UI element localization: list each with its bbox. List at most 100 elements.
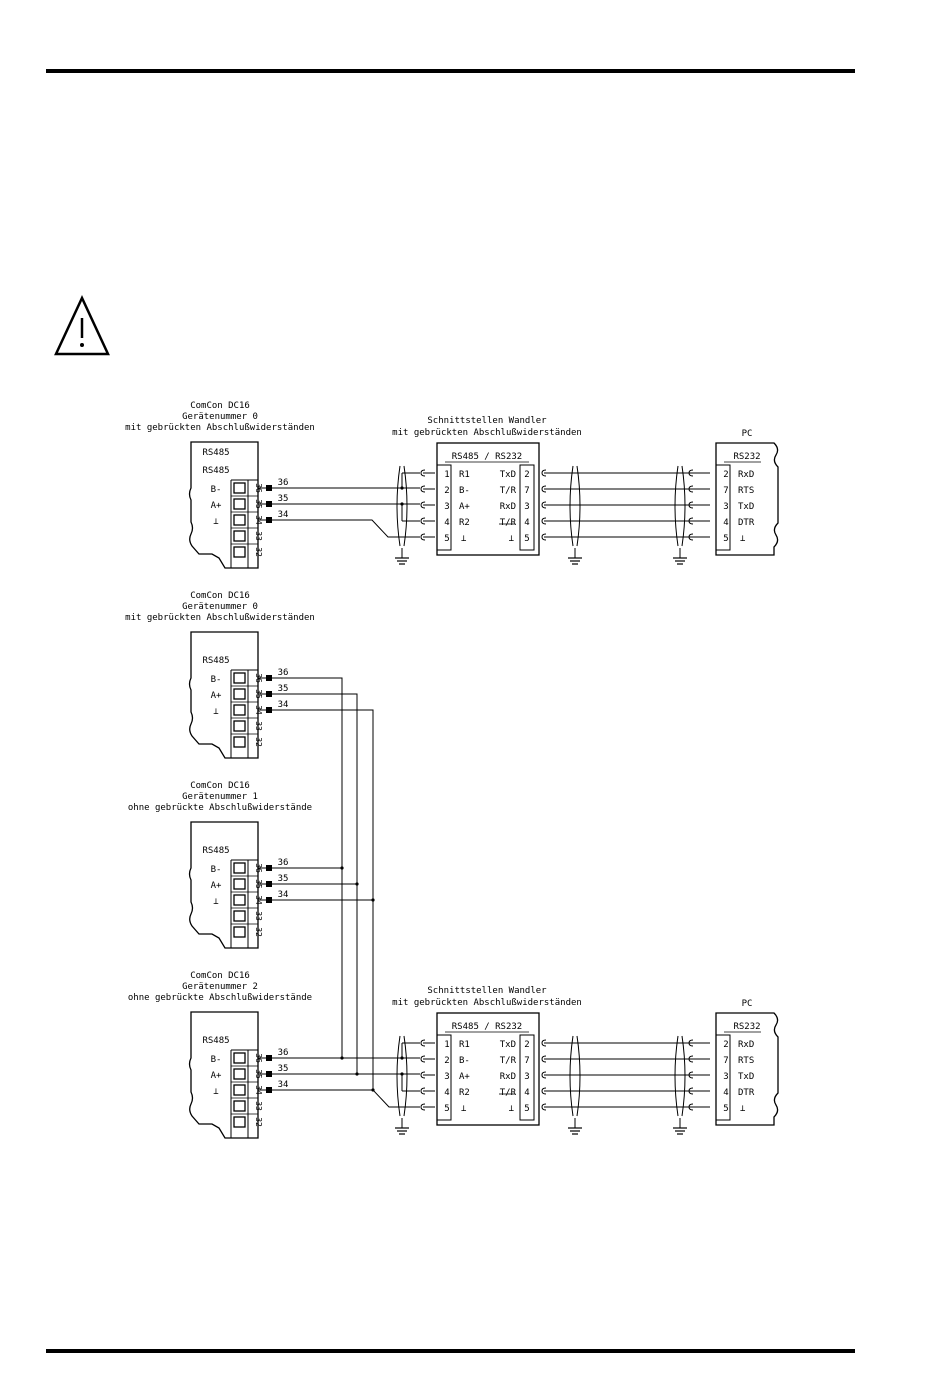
rs485-label: RS485 (202, 846, 229, 856)
converter-header: RS485 / RS232 (452, 1022, 522, 1032)
wire-number: 35 (278, 494, 289, 504)
terminal-number: 33 (254, 1101, 263, 1111)
pin-label: A+ (211, 691, 222, 701)
diagram-1: ComCon DC16 Gerätenummer 0 mit gebrückte… (125, 401, 779, 569)
pin-name: R2 (459, 1088, 470, 1098)
pin-label: B- (211, 865, 222, 875)
pin-name: RxD (738, 470, 754, 480)
wire-number: 35 (278, 874, 289, 884)
rs232-label: RS232 (733, 1022, 760, 1032)
device-title: ComCon DC16 (190, 781, 250, 791)
warning-icon (54, 295, 110, 356)
pin-number: 3 (723, 502, 728, 512)
pin-number: 4 (723, 1088, 728, 1098)
pin-number: 5 (444, 1104, 449, 1114)
pin-name: DTR (738, 1088, 755, 1098)
pin-number: 4 (524, 1088, 529, 1098)
pin-number: 5 (524, 1104, 529, 1114)
wire-number: 34 (278, 890, 289, 900)
pin-name: TxD (500, 1040, 516, 1050)
converter-resistor-note: mit gebrückten Abschlußwiderständen (392, 998, 582, 1008)
pin-name: R1 (459, 1040, 470, 1050)
pin-label: ⊥ (213, 517, 219, 527)
wire-number: 36 (278, 478, 289, 488)
pin-name: RTS (738, 486, 754, 496)
device-title: ComCon DC16 (190, 591, 250, 601)
pin-label: ⊥ (213, 897, 219, 907)
terminal-number: 36 (254, 483, 263, 493)
pin-name: B- (459, 486, 470, 496)
device-resistor-note: mit gebrückten Abschlußwiderständen (125, 613, 315, 623)
rs485-label: RS485 (202, 448, 229, 458)
pc-serial-port: RS232 2 7 3 4 5 RxD RTS TxD DTR ⊥ (715, 1012, 779, 1126)
pin-name: B- (459, 1056, 470, 1066)
pin-number: 4 (444, 1088, 449, 1098)
device-terminal-block: RS485 B- A+ ⊥ 36 35 34 33 32 36 35 34 (188, 631, 289, 759)
pin-number: 2 (723, 470, 728, 480)
terminal-number: 32 (254, 547, 263, 557)
wire-number: 36 (278, 858, 289, 868)
terminal-number: 33 (254, 721, 263, 731)
wire-number: 35 (278, 1064, 289, 1074)
terminal-number: 33 (254, 911, 263, 921)
pin-number: 7 (723, 1056, 728, 1066)
pin-label: A+ (211, 881, 222, 891)
pin-name: T/R (500, 518, 517, 528)
rs485-label: RS485 (202, 656, 229, 666)
device-resistor-note: ohne gebrückte Abschlußwiderstände (128, 993, 312, 1003)
pin-name: TxD (500, 470, 516, 480)
pin-name: T/R (500, 486, 517, 496)
pin-label: ⊥ (213, 707, 219, 717)
pin-number: 1 (444, 1040, 449, 1050)
pin-number: 1 (444, 470, 449, 480)
terminal-number: 34 (254, 1085, 263, 1095)
wire-number: 34 (278, 700, 289, 710)
pin-name: TxD (738, 1072, 754, 1082)
terminal-number: 36 (254, 673, 263, 683)
device-number: Gerätenummer 1 (182, 792, 258, 802)
rs485-bus (272, 677, 420, 1108)
wire-number: 36 (278, 1048, 289, 1058)
pin-name: A+ (459, 1072, 470, 1082)
pin-name: DTR (738, 518, 755, 528)
rs485-rs232-converter: RS485 / RS232 1 2 3 4 5 R1 B- A+ R2 ⊥ Tx… (436, 1012, 540, 1126)
pc-label: PC (742, 429, 753, 439)
pin-number: 2 (524, 470, 529, 480)
terminal-number: 35 (254, 689, 263, 699)
terminal-number: 34 (254, 705, 263, 715)
device-title: ComCon DC16 (190, 401, 250, 411)
pin-number: 3 (524, 502, 529, 512)
pin-label: A+ (211, 501, 222, 511)
pin-name: RxD (500, 502, 516, 512)
device-resistor-note: ohne gebrückte Abschlußwiderstände (128, 803, 312, 813)
device-title: ComCon DC16 (190, 971, 250, 981)
pin-label: B- (211, 1055, 222, 1065)
converter-header: RS485 / RS232 (452, 452, 522, 462)
device-number: Gerätenummer 0 (182, 602, 258, 612)
pin-name: T/R (500, 1056, 517, 1066)
pin-number: 5 (444, 534, 449, 544)
pin-number: 3 (524, 1072, 529, 1082)
pc-serial-port: RS232 2 7 3 4 5 RxD RTS TxD DTR ⊥ (715, 442, 779, 556)
converter-title: Schnittstellen Wandler (427, 416, 547, 426)
pin-number: 2 (723, 1040, 728, 1050)
pin-name: ⊥ (461, 1104, 467, 1114)
pin-name: ⊥ (740, 534, 746, 544)
pin-number: 3 (723, 1072, 728, 1082)
terminal-number: 32 (254, 927, 263, 937)
terminal-number: 36 (254, 1053, 263, 1063)
pin-label: B- (211, 485, 222, 495)
wire-number: 34 (278, 1080, 289, 1090)
pin-number: 4 (524, 518, 529, 528)
pin-name: A+ (459, 502, 470, 512)
top-rule (46, 69, 855, 73)
pin-number: 3 (444, 502, 449, 512)
pin-name: RTS (738, 1056, 754, 1066)
pin-number: 2 (524, 1040, 529, 1050)
terminal-number: 36 (254, 863, 263, 873)
pin-number: 5 (723, 534, 728, 544)
converter-resistor-note: mit gebrückten Abschlußwiderständen (392, 428, 582, 438)
wire-number: 34 (278, 510, 289, 520)
pin-number: 4 (723, 518, 728, 528)
